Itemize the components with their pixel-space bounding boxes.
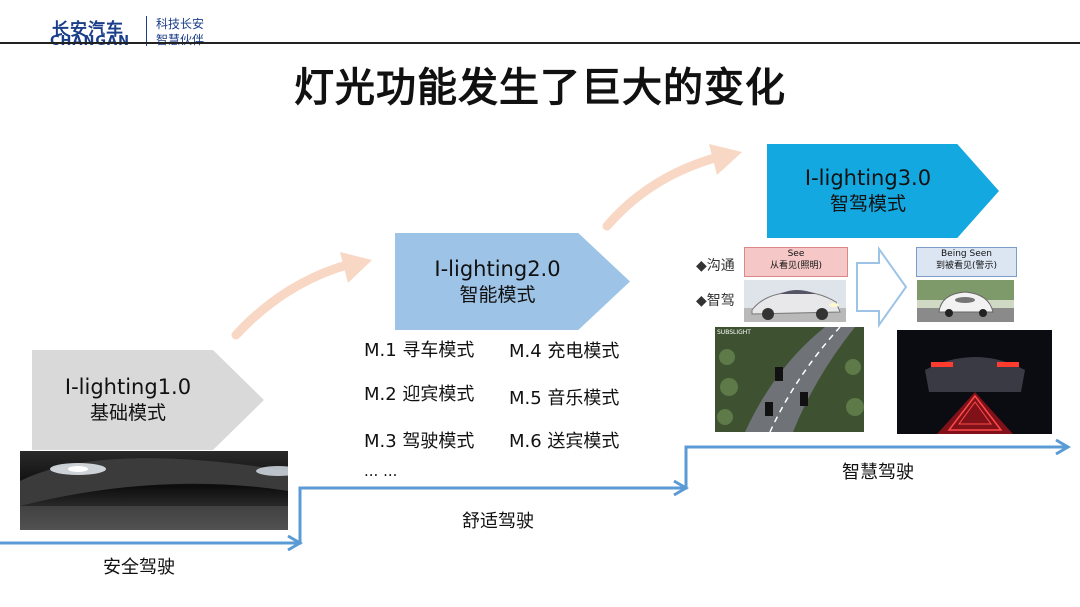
being-seen-subtitle: 到被看见(警示): [917, 260, 1016, 272]
headlight-photo: [20, 451, 288, 530]
mode-item: M.2 迎宾模式: [364, 380, 474, 406]
road-projection-photo: SUBSLIGHT: [715, 327, 864, 432]
see-box: See 从看见(照明): [744, 247, 848, 277]
see-subtitle: 从看见(照明): [745, 260, 847, 272]
stage-1-name: I-lighting1.0: [65, 374, 191, 400]
comm-label: ◆沟通: [696, 255, 735, 275]
mode-item: M.5 音乐模式: [509, 384, 619, 410]
being-seen-title: Being Seen: [917, 248, 1016, 260]
stage-1-subtitle: 基础模式: [90, 400, 166, 426]
curve-arrow-2-head: [709, 144, 742, 175]
stage-3-name: I-lighting3.0: [805, 165, 931, 191]
curve-arrow-1-head: [340, 252, 372, 283]
caption-safe-driving: 安全驾驶: [103, 553, 175, 579]
curve-arrow-2: [607, 157, 718, 226]
rear-light-photo: [897, 330, 1052, 434]
mode-item: M.4 充电模式: [509, 337, 619, 363]
stage-3-chevron: I-lighting3.0 智驾模式: [767, 144, 999, 238]
stage-3-subtitle: 智驾模式: [830, 191, 906, 217]
car-photo-being-seen: [917, 280, 1014, 322]
car-photo-see: [744, 280, 846, 322]
see-to-seen-arrow: [857, 249, 906, 325]
curve-arrow-1: [236, 264, 350, 335]
mode-item-more: ... ...: [364, 462, 397, 480]
drive-label: ◆智驾: [696, 290, 735, 310]
see-title: See: [745, 248, 847, 260]
mode-item: M.3 驾驶模式: [364, 427, 474, 453]
road-photo-label: SUBSLIGHT: [717, 329, 751, 336]
caption-comfort-driving: 舒适驾驶: [462, 507, 534, 533]
mode-item: M.6 送宾模式: [509, 427, 619, 453]
caption-smart-driving: 智慧驾驶: [842, 458, 914, 484]
stage-2-name: I-lighting2.0: [434, 256, 560, 282]
mode-item: M.1 寻车模式: [364, 336, 474, 362]
stage-2-subtitle: 智能模式: [459, 282, 535, 308]
being-seen-box: Being Seen 到被看见(警示): [916, 247, 1017, 277]
